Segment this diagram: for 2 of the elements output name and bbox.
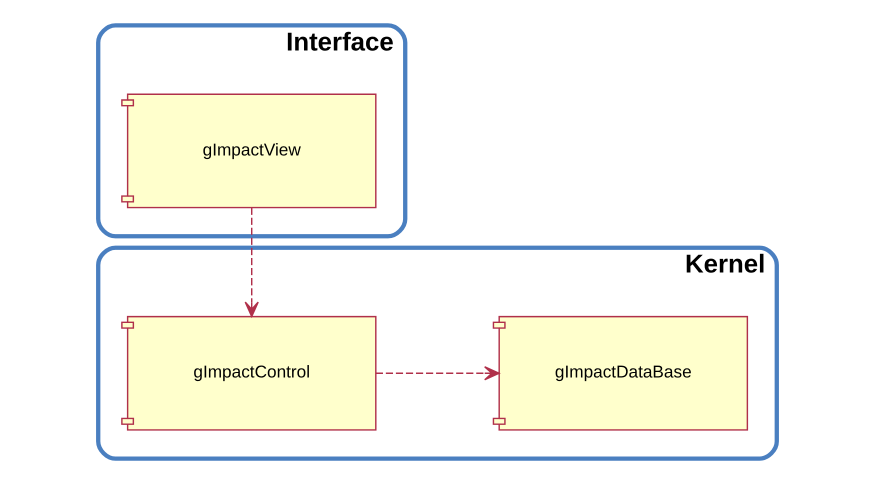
arrow <box>244 208 259 318</box>
arrow <box>376 366 500 380</box>
